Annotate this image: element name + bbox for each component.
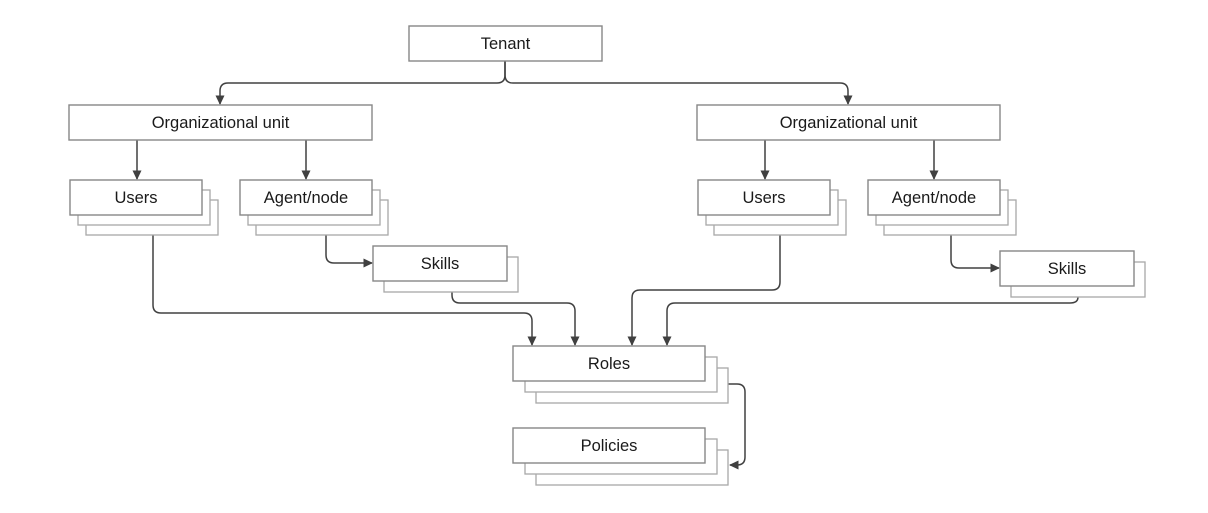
roles-box (512, 345, 706, 382)
node-org-unit-right: Organizational unit (696, 104, 1001, 141)
org-unit-left-label: Organizational unit (152, 114, 290, 132)
skills-right-box (999, 250, 1135, 287)
edge-tenant-to-org-unit-right (504, 61, 853, 105)
agent-node-left-label: Agent/node (264, 189, 348, 207)
node-users-left: Users (69, 179, 219, 236)
users-right-box (697, 179, 831, 216)
org-unit-right-box (696, 104, 1001, 141)
node-agent-node-left: Agent/node (239, 179, 389, 236)
edge-agent-node-left-to-skills-left (325, 235, 373, 268)
node-tenant: Tenant (408, 25, 603, 62)
agent-node-right-label: Agent/node (892, 189, 976, 207)
node-roles: Roles (512, 345, 729, 404)
users-right-label: Users (742, 189, 785, 207)
edge-tenant-to-org-unit-left (215, 61, 506, 105)
node-users-right: Users (697, 179, 847, 236)
tenant-box (408, 25, 603, 62)
node-org-unit-left: Organizational unit (68, 104, 373, 141)
skills-left-label: Skills (421, 255, 460, 273)
org-unit-left-box (68, 104, 373, 141)
edge-agent-node-right-to-skills-right (950, 235, 1000, 273)
nodes: Tenant Organizational unit Organizationa… (68, 25, 1146, 486)
policies-label: Policies (581, 437, 638, 455)
node-agent-node-right: Agent/node (867, 179, 1017, 236)
roles-label: Roles (588, 355, 630, 373)
edge-roles-to-policies (728, 383, 746, 470)
agent-node-right-box (867, 179, 1001, 216)
connectors (132, 61, 1079, 470)
edge-users-right-to-roles (627, 235, 781, 346)
tenant-label: Tenant (481, 35, 531, 53)
policies-box (512, 427, 706, 464)
users-left-box (69, 179, 203, 216)
users-left-label: Users (114, 189, 157, 207)
agent-node-left-box (239, 179, 373, 216)
edge-users-left-to-roles (152, 235, 537, 346)
node-skills-right: Skills (999, 250, 1146, 298)
skills-left-box (372, 245, 508, 282)
skills-right-label: Skills (1048, 260, 1087, 278)
edge-skills-left-to-roles (451, 292, 580, 346)
node-policies: Policies (512, 427, 729, 486)
node-skills-left: Skills (372, 245, 519, 293)
edge-skills-right-to-roles (662, 296, 1079, 346)
org-unit-right-label: Organizational unit (780, 114, 918, 132)
